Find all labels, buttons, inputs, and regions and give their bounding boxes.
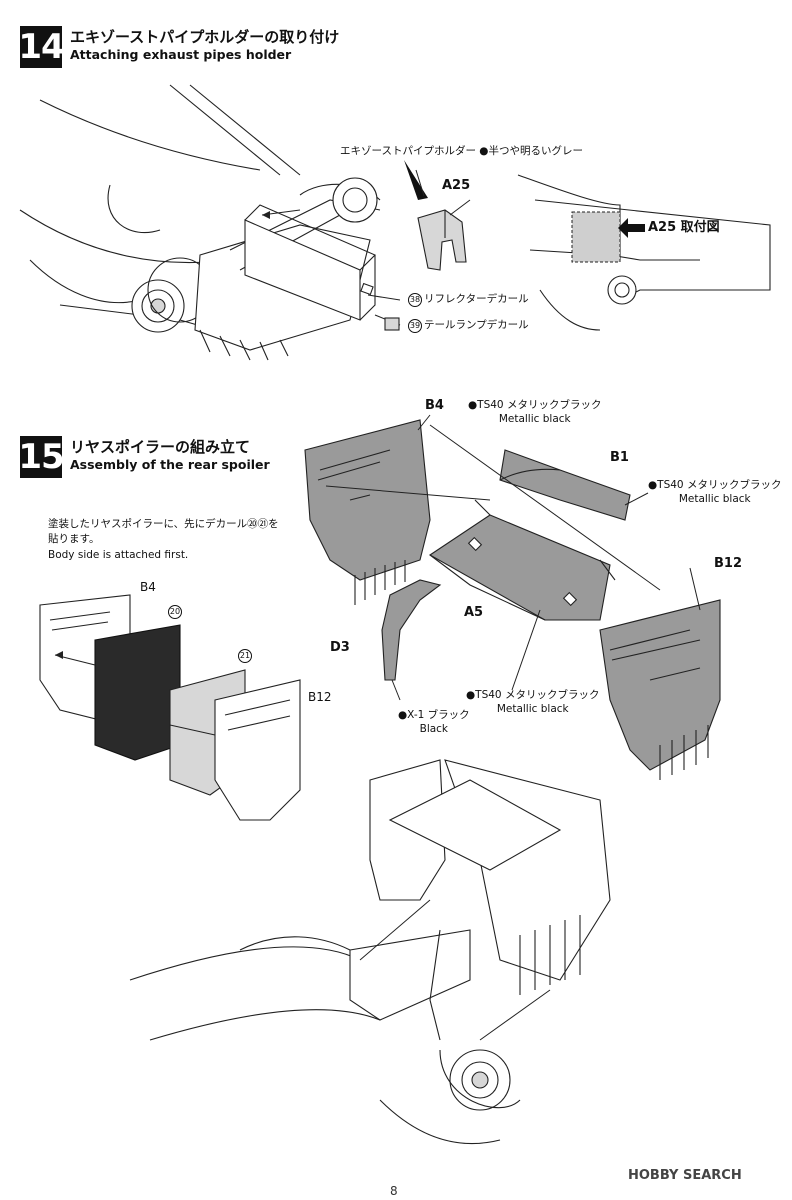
paint-b1-en: Metallic black	[678, 493, 751, 506]
sub-label-b12: B12	[308, 690, 332, 704]
label-a25: A25	[442, 178, 471, 193]
paint-d3-jp: ●X-1 ブラック	[398, 709, 470, 721]
paint-a5-jp: ●TS40 メタリックブラック	[466, 689, 600, 701]
part-a25-holder	[404, 160, 467, 271]
step-14-title-jp: エキゾーストパイプホルダーの取り付け	[70, 28, 340, 46]
decal-20-number: 20	[168, 605, 182, 619]
step-14-title-en: Attaching exhaust pipes holder	[70, 47, 292, 62]
part-a5-mainplane	[428, 424, 661, 621]
paint-d3-en: Black	[419, 723, 449, 736]
decal-38-number: 38	[408, 293, 422, 307]
step-15-number: 15	[18, 436, 65, 478]
decal-39-text: テールランプデカール	[424, 319, 529, 331]
step-15-note-jp-2: 貼ります。	[48, 533, 100, 545]
leader-lines	[391, 199, 701, 701]
paint-b1: ●TS40 メタリックブラック Metallic black	[648, 478, 781, 506]
decal-21-number: 21	[238, 649, 252, 663]
part-b1-flap	[499, 449, 631, 521]
part-b4-endplate	[304, 419, 491, 605]
label-b12: B12	[714, 556, 742, 571]
label-a25-mount: A25 取付図	[648, 220, 720, 235]
paint-d3: ●X-1 ブラック Black	[398, 708, 470, 736]
watermark: HOBBY SEARCH	[628, 1168, 742, 1183]
paint-b4-jp: ●TS40 メタリックブラック	[468, 399, 602, 411]
step-15-title-jp: リヤスポイラーの組み立て	[70, 438, 251, 456]
assembled-rear-drawing	[129, 759, 611, 1145]
decal-39-number: 39	[408, 319, 422, 333]
a25-mount-view	[517, 174, 771, 331]
sub-decal-21: 21	[238, 648, 254, 663]
step-15-title-en: Assembly of the rear spoiler	[70, 457, 270, 472]
label-d3: D3	[330, 640, 350, 655]
part-d3-pylon	[381, 579, 442, 681]
step-14-number: 14	[18, 26, 65, 68]
label-b1: B1	[610, 450, 629, 465]
holder-paint-label: エキゾーストパイプホルダー ●半つや明るいグレー	[340, 145, 583, 157]
step14-car-rear-drawing	[19, 84, 401, 361]
paint-a5: ●TS40 メタリックブラック Metallic black	[466, 688, 599, 716]
step-15-note-en: Body side is attached first.	[48, 549, 189, 561]
sub-decal-20: 20	[168, 604, 184, 619]
paint-a5-en: Metallic black	[496, 703, 569, 716]
label-b4: B4	[425, 398, 444, 413]
paint-b4-en: Metallic black	[498, 413, 571, 426]
paint-b4: ●TS40 メタリックブラック Metallic black	[468, 398, 601, 426]
paint-b1-jp: ●TS40 メタリックブラック	[648, 479, 782, 491]
part-b12-endplate	[599, 599, 721, 780]
step-15-note-jp-1: 塗装したリヤスポイラーに、先にデカール⑳㉑を	[48, 518, 279, 530]
decal-subdiagram	[39, 594, 301, 821]
page-number: 8	[390, 1184, 398, 1198]
sub-label-b4: B4	[140, 580, 156, 594]
decal-38-text: リフレクターデカール	[424, 293, 529, 305]
label-a5: A5	[464, 605, 484, 620]
